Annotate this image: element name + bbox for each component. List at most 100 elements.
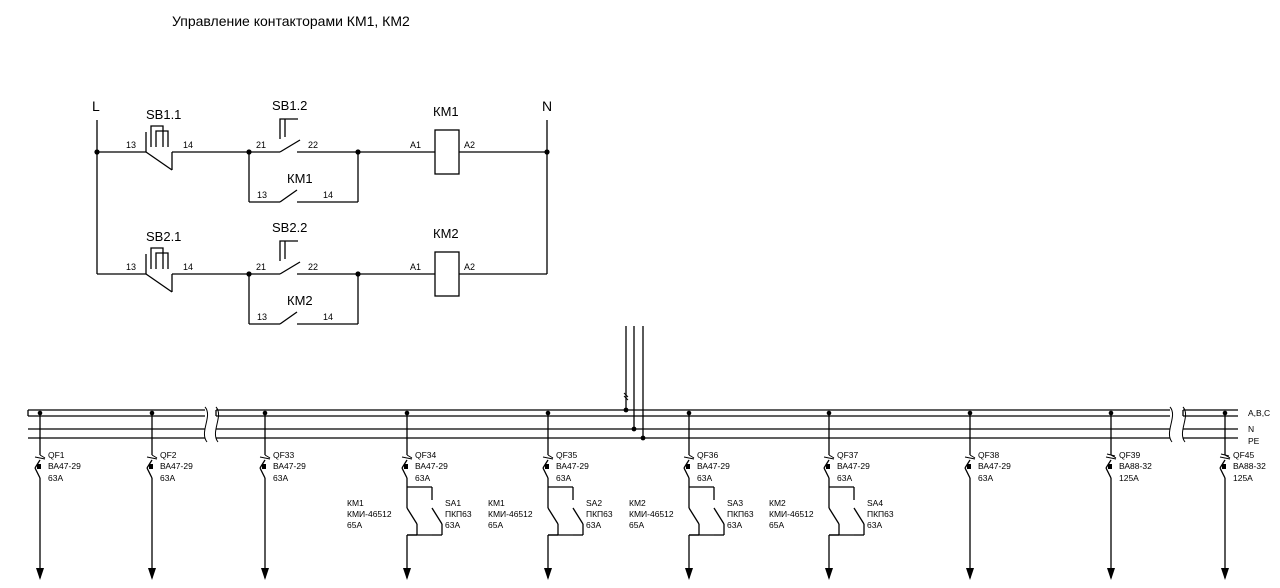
contactor-model: КМИ-46512 — [769, 509, 814, 519]
bus-label-neutral: N — [1248, 424, 1254, 434]
switch-contact — [431, 507, 443, 525]
coil-label: КМ2 — [433, 226, 459, 241]
terminal-label: 13 — [126, 140, 136, 150]
feeder-arrow — [1221, 568, 1229, 580]
switch-rating: 63А — [727, 520, 742, 530]
feeder-arrow — [148, 568, 156, 580]
aux-contact-label: КМ1 — [287, 171, 313, 186]
breaker-rating: 63А — [273, 473, 288, 483]
feeder-arrow — [544, 568, 552, 580]
terminal-label: A2 — [464, 262, 475, 272]
terminal-label: 13 — [126, 262, 136, 272]
breaker-contact — [34, 467, 41, 479]
breaker-tick — [547, 454, 554, 459]
breaker-contact — [401, 467, 408, 479]
breaker-name: QF2 — [160, 450, 177, 460]
terminal-label: 21 — [256, 140, 266, 150]
start-button-contact — [279, 139, 301, 153]
breaker-rating: 63А — [697, 473, 712, 483]
bus-break — [1168, 406, 1174, 443]
feeder-circuits: QF1ВА47-2963АQF2ВА47-2963АQF33ВА47-2963А… — [34, 410, 1266, 580]
breaker-model: ВА47-29 — [160, 461, 193, 471]
switch-rating: 63А — [445, 520, 460, 530]
feeder-arrow — [685, 568, 693, 580]
start-button-contact — [279, 261, 301, 275]
contactor-name: КМ2 — [629, 498, 646, 508]
terminal-label: 22 — [308, 140, 318, 150]
switch-model: ПКП63 — [867, 509, 894, 519]
terminal-label: 21 — [256, 262, 266, 272]
breaker-tick — [34, 456, 46, 460]
start-button-actuator — [279, 118, 298, 139]
terminal-label: 13 — [257, 312, 267, 322]
terminal-label: A2 — [464, 140, 475, 150]
switch-rating: 63А — [867, 520, 882, 530]
breaker-tick — [964, 456, 976, 460]
breaker-contact — [683, 467, 690, 479]
contactor-name: КМ1 — [347, 498, 364, 508]
breaker-rating: 63А — [48, 473, 63, 483]
contactor-name: КМ1 — [488, 498, 505, 508]
feeder-arrow — [966, 568, 974, 580]
breaker-rating: 125А — [1119, 473, 1139, 483]
terminal-label: 13 — [257, 190, 267, 200]
breaker-model: ВА47-29 — [273, 461, 306, 471]
breaker-trip-mark — [37, 464, 41, 469]
contactor-coil — [434, 251, 460, 297]
bus-break — [1181, 406, 1187, 443]
junction-dot — [544, 149, 550, 155]
breaker-trip-mark — [262, 464, 266, 469]
contactor-rating: 65А — [629, 520, 644, 530]
stop-button-actuator — [150, 125, 164, 147]
breaker-tick — [151, 454, 158, 459]
breaker-model: ВА47-29 — [697, 461, 730, 471]
aux-contact — [279, 311, 298, 325]
switch-name: SA1 — [445, 498, 461, 508]
stop-button-label: SB1.1 — [146, 107, 181, 122]
start-button-label: SB2.2 — [272, 220, 307, 235]
breaker-rating: 125А — [1233, 473, 1253, 483]
breaker-rating: 63А — [415, 473, 430, 483]
aux-contact-label: КМ2 — [287, 293, 313, 308]
breaker-model: ВА47-29 — [415, 461, 448, 471]
breaker-tick — [406, 454, 413, 459]
breaker-tick — [264, 454, 271, 459]
incoming-tick — [623, 392, 629, 398]
feeder-arrow — [36, 568, 44, 580]
breaker-contact — [964, 467, 971, 479]
stop-button-actuator — [150, 247, 164, 269]
switch-name: SA4 — [867, 498, 883, 508]
contactor-coil — [434, 129, 460, 175]
contactor-model: КМИ-46512 — [347, 509, 392, 519]
breaker-name: QF34 — [415, 450, 437, 460]
breaker-tick — [828, 454, 835, 459]
breaker-tick — [542, 456, 554, 460]
switch-model: ПКП63 — [586, 509, 613, 519]
contactor-rating: 65А — [488, 520, 503, 530]
contactor-contact — [828, 507, 840, 525]
bus-break — [214, 406, 220, 443]
switch-name: SA3 — [727, 498, 743, 508]
breaker-tick — [39, 454, 46, 459]
bus-label-phase: A,B,C — [1248, 408, 1270, 418]
junction-dot — [640, 435, 646, 441]
coil-label: КМ1 — [433, 104, 459, 119]
contactor-contact — [547, 507, 559, 525]
stop-button-contact — [145, 273, 173, 293]
breaker-tick — [1219, 456, 1231, 460]
breaker-contact — [146, 467, 153, 479]
terminal-label: 14 — [183, 140, 193, 150]
feeder-arrow — [261, 568, 269, 580]
terminal-label: 22 — [308, 262, 318, 272]
stop-button-actuator — [155, 252, 169, 269]
breaker-tick — [683, 456, 695, 460]
